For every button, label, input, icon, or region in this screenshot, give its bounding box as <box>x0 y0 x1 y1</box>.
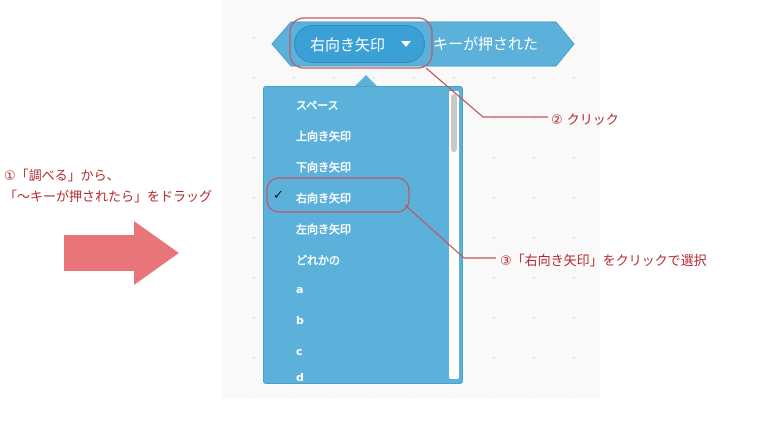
chevron-down-icon <box>401 41 411 47</box>
dropdown-scrollbar[interactable] <box>449 91 459 379</box>
dropdown-pointer <box>355 75 377 86</box>
key-dropdown-value: 右向き矢印 <box>310 35 386 54</box>
annotation-step2: ② クリック <box>551 113 619 128</box>
menu-item-right-arrow[interactable]: 右向き矢印 <box>296 192 351 205</box>
menu-item-c[interactable]: c <box>296 345 303 358</box>
menu-item-any[interactable]: どれかの <box>296 254 340 267</box>
block-label: キーが押された <box>433 35 539 53</box>
check-icon: ✓ <box>273 188 284 203</box>
scrollbar-thumb[interactable] <box>451 94 457 152</box>
menu-item-d[interactable]: d <box>296 371 304 381</box>
drag-arrow-icon <box>64 221 179 285</box>
annotation-step3: ③「右向き矢印」をクリックで選択 <box>500 254 707 269</box>
menu-item-down-arrow[interactable]: 下向き矢印 <box>296 161 351 174</box>
menu-item-a[interactable]: a <box>296 283 304 296</box>
menu-item-left-arrow[interactable]: 左向き矢印 <box>296 223 351 236</box>
key-dropdown-button[interactable]: 右向き矢印 <box>294 25 425 63</box>
key-dropdown-menu: スペース 上向き矢印 下向き矢印 ✓ 右向き矢印 左向き矢印 どれかの a b … <box>263 86 463 384</box>
menu-item-up-arrow[interactable]: 上向き矢印 <box>296 130 351 143</box>
menu-item-b[interactable]: b <box>296 314 304 327</box>
annotation-step1-line2: 「〜キーが押されたら」をドラッグ <box>4 190 213 205</box>
menu-item-space[interactable]: スペース <box>296 99 339 112</box>
annotation-step1-line1: ①「調べる」から、 <box>4 169 120 184</box>
